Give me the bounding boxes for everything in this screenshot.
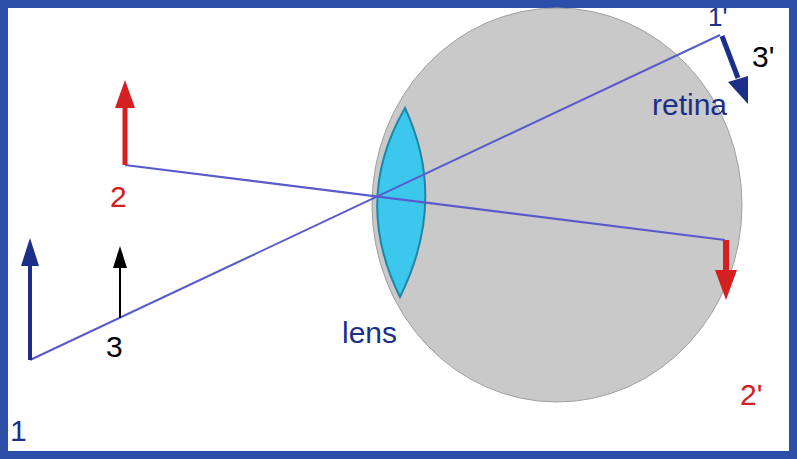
object-arrow [123, 104, 128, 165]
object-arrow [28, 262, 32, 360]
eyeball [372, 8, 742, 402]
callout-number: 3 [106, 332, 123, 362]
arrowhead [113, 246, 127, 268]
callout-number: 2 [110, 182, 127, 212]
part-label: lens [342, 318, 397, 348]
arrowhead [21, 238, 39, 266]
light-ray [30, 35, 720, 360]
callout-number: 2' [740, 380, 762, 410]
part-label: retina [652, 90, 727, 120]
arrowhead [715, 270, 737, 300]
arrowhead [728, 76, 748, 104]
callout-number: 1' [708, 4, 727, 30]
callout-number: 1 [10, 416, 27, 446]
image-arrow [722, 36, 738, 78]
image-arrow [723, 240, 729, 274]
callout-number: 3' [752, 42, 774, 72]
light-ray [125, 165, 725, 240]
arrowhead [115, 80, 135, 108]
object-arrow [119, 266, 121, 318]
